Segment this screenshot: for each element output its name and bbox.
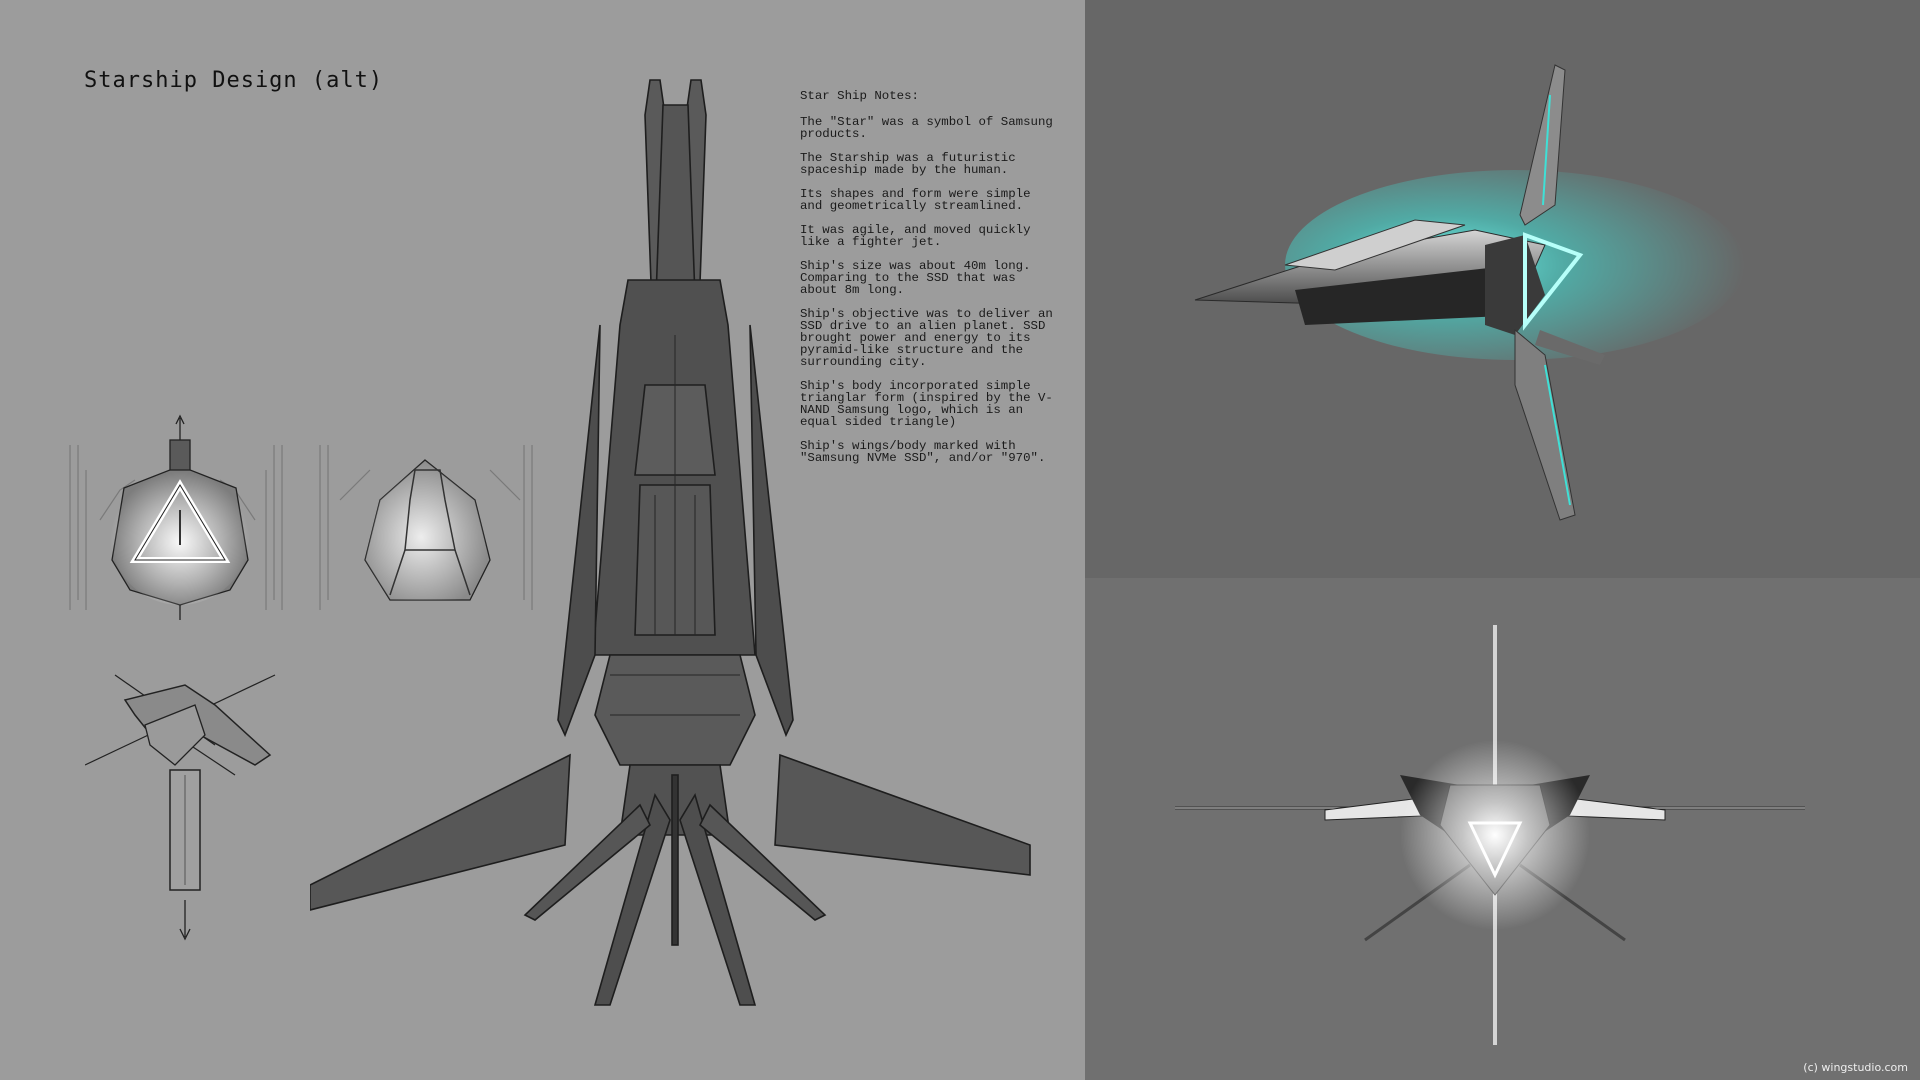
page-title: Starship Design (alt) — [84, 68, 384, 93]
ship-blueprint-icon — [310, 79, 1031, 1006]
note-paragraph: The Starship was a futuristic spaceship … — [800, 151, 1016, 177]
note-paragraph: Ship's wings/body marked with "Samsung N… — [800, 439, 1046, 465]
ship-render-side-icon — [1194, 64, 1745, 521]
note-paragraph: Ship's size was about 40m long. Comparin… — [800, 259, 1031, 297]
ship-front-sketch-icon — [69, 414, 283, 620]
note-paragraph: Its shapes and form were simple and geom… — [800, 187, 1031, 213]
note-paragraph: The "Star" was a symbol of Samsung produ… — [800, 115, 1053, 141]
note-paragraph: Ship's body incorporated simple triangla… — [800, 379, 1053, 429]
ship-rear-sketch-icon — [319, 445, 533, 610]
notes-heading: Star Ship Notes: — [800, 89, 919, 103]
note-paragraph: Ship's objective was to deliver an SSD d… — [800, 307, 1053, 369]
ship-notes: Star Ship Notes: The "Star" was a symbol… — [800, 90, 1055, 476]
ship-render-front-icon — [1175, 625, 1805, 1045]
ship-gimbal-sketch-icon — [85, 674, 276, 941]
copyright-credit: (c) wingstudio.com — [1803, 1061, 1908, 1074]
note-paragraph: It was agile, and moved quickly like a f… — [800, 223, 1031, 249]
